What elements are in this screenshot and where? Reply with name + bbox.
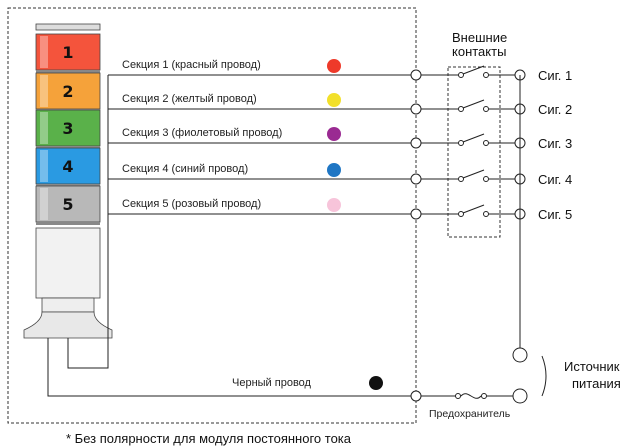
lamp-segment-highlight: [40, 36, 48, 68]
common-wire: [67, 75, 109, 369]
section-label: Секция 5 (розовый провод): [122, 198, 261, 210]
switch-blade: [462, 169, 485, 179]
lamp-segment-2: 2: [35, 72, 101, 112]
footnote: * Без полярности для модуля постоянного …: [66, 431, 352, 446]
lamp-segment-divider: [36, 222, 100, 225]
black-wire-line: [47, 338, 416, 397]
external-contacts-box: [447, 66, 501, 238]
lamp-segment-3: 3: [35, 109, 101, 149]
module-terminal: [410, 137, 422, 149]
signal-label: Сиг. 1: [538, 68, 572, 83]
lamp-segment-highlight: [40, 150, 48, 182]
external-contacts-line1: Внешние: [452, 30, 507, 45]
section-row-5: Секция 5 (розовый провод) Сиг. 5: [108, 198, 572, 222]
fuse-icon: [460, 393, 482, 399]
section-row-3: Секция 3 (фиолетовый провод) Сиг. 3: [108, 127, 572, 151]
black-wire-dot: [369, 376, 383, 390]
power-source-line1: Источник: [564, 359, 620, 374]
wire-color-dot: [327, 163, 341, 177]
black-wire-label: Черный провод: [232, 377, 312, 389]
section-label: Секция 3 (фиолетовый провод): [122, 127, 282, 139]
switch-blade: [462, 133, 485, 143]
external-contacts-line2: контакты: [452, 44, 506, 59]
signal-label: Сиг. 4: [538, 172, 572, 187]
wire-color-dot: [327, 93, 341, 107]
section-row-1: Секция 1 (красный провод) Сиг. 1: [108, 59, 572, 83]
lamp-segment-divider: [36, 184, 100, 187]
module-terminal: [410, 173, 422, 185]
tower-pole: [35, 227, 101, 299]
switch-contact-right: [483, 140, 489, 146]
section-row-4: Секция 4 (синий провод) Сиг. 4: [108, 163, 572, 187]
switch-contact-right: [483, 176, 489, 182]
module-terminal: [410, 103, 422, 115]
switch-blade: [462, 99, 485, 109]
lamp-segment-divider: [36, 70, 100, 73]
fuse-label: Предохранитель: [429, 408, 511, 420]
lamp-segment-body: [35, 72, 101, 110]
wire-color-dot: [327, 127, 341, 141]
lamp-segment-number: 3: [62, 119, 73, 138]
section-label: Секция 2 (желтый провод): [122, 93, 257, 105]
lamp-segment-number: 2: [62, 82, 73, 101]
signal-label: Сиг. 2: [538, 102, 572, 117]
power-terminal-bottom: [512, 388, 528, 404]
lamp-segment-body: [35, 33, 101, 71]
switch-contact-right: [483, 211, 489, 217]
signal-label: Сиг. 5: [538, 207, 572, 222]
lamp-segment-5: 5: [35, 185, 101, 225]
lamp-segment-4: 4: [35, 147, 101, 187]
lamp-segment-number: 5: [62, 195, 73, 214]
switch-contact-left: [458, 140, 464, 146]
lamp-segment-highlight: [40, 75, 48, 107]
lamp-segment-divider: [36, 146, 100, 149]
module-terminal: [410, 69, 422, 81]
switch-contact-left: [458, 72, 464, 78]
switch-contact-left: [458, 211, 464, 217]
section-label: Секция 4 (синий провод): [122, 163, 248, 175]
tower-base: [23, 311, 113, 339]
switch-contact-left: [458, 176, 464, 182]
lamp-segment-body: [35, 147, 101, 185]
switch-blade: [462, 204, 485, 214]
switch-contact-right: [483, 72, 489, 78]
black-wire-terminal: [410, 390, 422, 402]
lamp-segment-body: [35, 185, 101, 223]
signal-label: Сиг. 3: [538, 136, 572, 151]
switch-contact-left: [458, 106, 464, 112]
signal-tower: 1 2 3 4 5: [23, 23, 113, 339]
power-source-line2: питания: [572, 376, 621, 391]
switch-contact-right: [483, 106, 489, 112]
wire-color-dot: [327, 59, 341, 73]
power-terminal-top: [512, 347, 528, 363]
lamp-segment-highlight: [40, 188, 48, 220]
section-label: Секция 1 (красный провод): [122, 59, 261, 71]
lamp-segment-1: 1: [35, 33, 101, 73]
lamp-segment-number: 4: [62, 157, 73, 176]
lamp-segment-highlight: [40, 112, 48, 144]
module-terminal: [410, 208, 422, 220]
lamp-segment-number: 1: [62, 43, 73, 62]
fuse-contact-left: [455, 393, 461, 399]
tower-cap: [35, 23, 101, 31]
tower-neck: [41, 297, 95, 313]
switch-blade: [462, 65, 485, 75]
power-bracket: [541, 355, 547, 397]
section-row-2: Секция 2 (желтый провод) Сиг. 2: [108, 93, 572, 117]
fuse-contact-right: [481, 393, 487, 399]
wire-color-dot: [327, 198, 341, 212]
